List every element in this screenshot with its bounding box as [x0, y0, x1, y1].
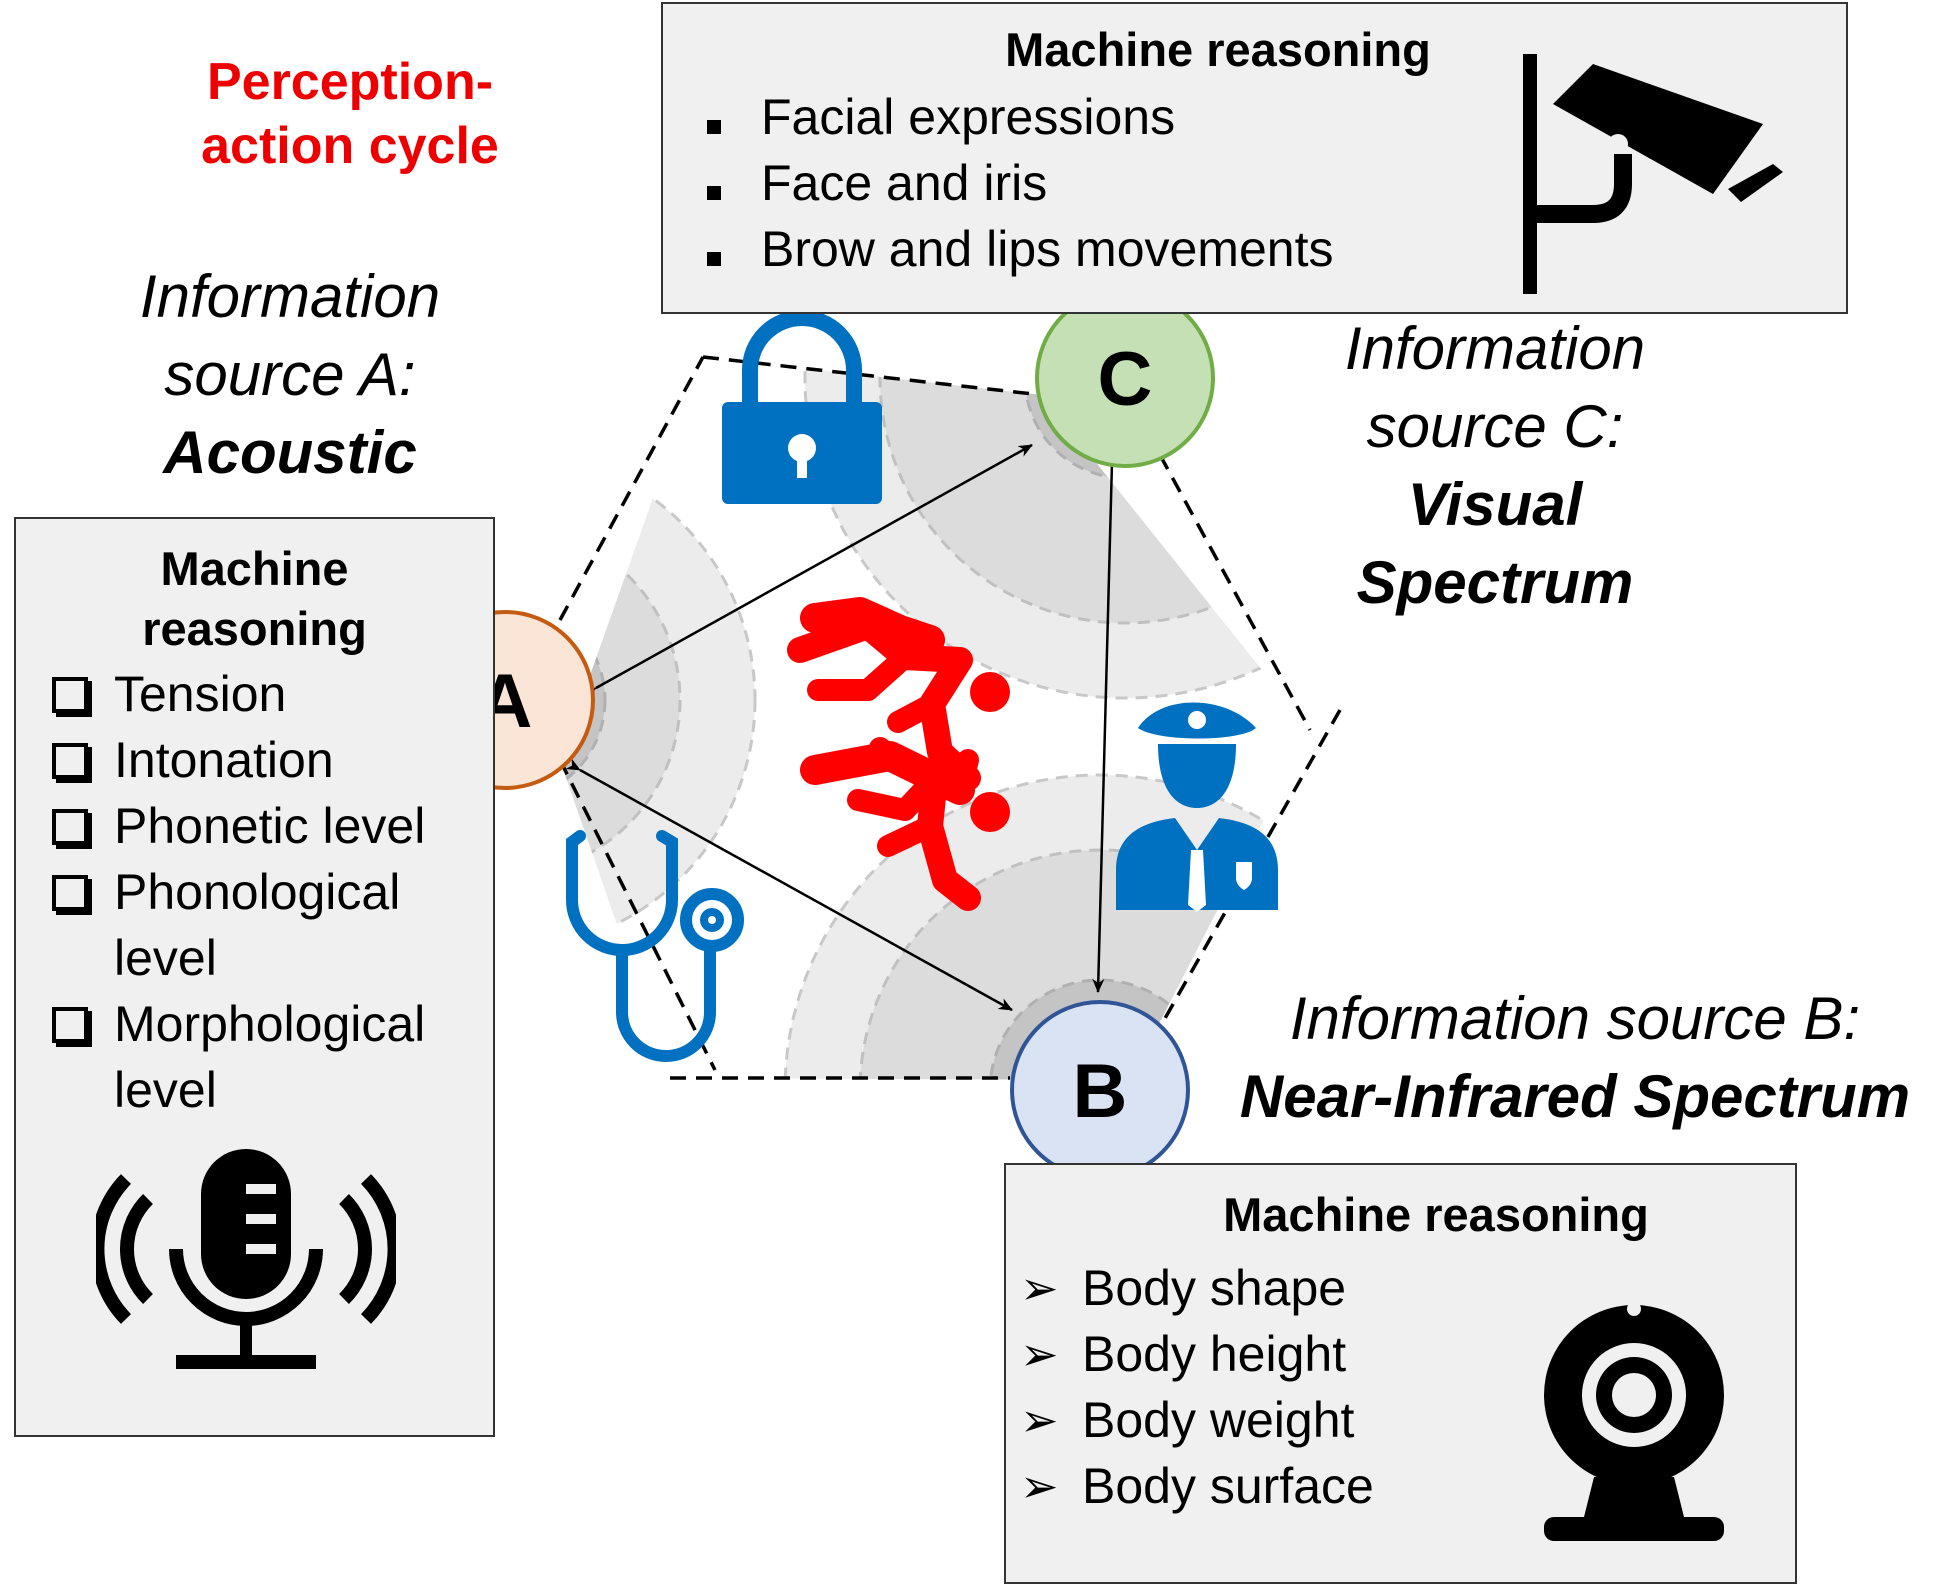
list-item: Phonological level [52, 859, 444, 991]
box-a-title-line2: reasoning [142, 602, 367, 655]
cycle-title: Perception-action cycle [70, 50, 630, 178]
list-item-text: Phonological level [114, 864, 401, 986]
node-c-letter: C [1098, 337, 1153, 422]
source-c-prefix-line2: source C: [1366, 393, 1624, 460]
box-b-title: Machine reasoning [1223, 1188, 1649, 1241]
list-item-text: Body weight [1082, 1392, 1355, 1448]
square-bullet-icon [699, 150, 721, 216]
source-c-prefix-line1: Information [1344, 315, 1646, 382]
cycle-title-text: Perception-action cycle [201, 53, 499, 175]
connection-arrows [565, 443, 1119, 1012]
source-a-prefix: Information source A: [139, 263, 441, 408]
reasoning-box-near-infrared: Machine reasoning ➢ Body shape ➢ Body heig… [1004, 1163, 1797, 1584]
reasoning-box-visual: Machine reasoning Facial expressions Fac… [661, 2, 1848, 314]
list-item-text: Body height [1082, 1326, 1347, 1382]
list-item-text: Face and iris [761, 155, 1048, 211]
arrow-bullet-icon: ➢ [1020, 1394, 1059, 1446]
arrow-bullet-icon: ➢ [1020, 1262, 1059, 1314]
list-item-text: Phonetic level [114, 798, 426, 854]
node-b: B [1010, 1000, 1190, 1180]
box-c-title: Machine reasoning [1005, 23, 1431, 76]
list-item: ➢ Body weight [1020, 1387, 1520, 1453]
list-item: Morphological level [52, 991, 464, 1123]
list-item-text: Tension [114, 666, 287, 722]
list-item: ➢ Body shape [1020, 1255, 1520, 1321]
node-b-letter: B [1073, 1049, 1128, 1134]
source-c-label: Information source C: Visual Spectrum [1305, 310, 1685, 622]
webcam-icon [1544, 1302, 1724, 1541]
list-item: Phonetic level [52, 793, 492, 859]
list-item-text: Body surface [1082, 1458, 1374, 1514]
list-item: ➢ Body height [1020, 1321, 1520, 1387]
checkbox-icon [52, 859, 88, 927]
source-b-label: Information source B: Near-Infrared Spec… [1195, 980, 1953, 1136]
reasoning-box-acoustic: Machine reasoning Tension Intonation Pho… [14, 517, 495, 1437]
list-item-text: Facial expressions [761, 89, 1176, 145]
source-c-name-line1: Visual [1407, 471, 1583, 538]
list-item: ➢ Body surface [1020, 1453, 1520, 1519]
box-a-list: Tension Intonation Phonetic level Phonol… [52, 661, 492, 1123]
source-b-prefix: Information source B: [1289, 985, 1861, 1052]
list-item-text: Brow and lips movements [761, 221, 1334, 277]
square-bullet-icon [699, 216, 721, 282]
list-item: Face and iris [699, 150, 1499, 216]
checkbox-icon [52, 991, 88, 1059]
microphone-icon [96, 1149, 396, 1369]
box-a-title-line1: Machine [160, 542, 349, 595]
police-officer-icon [1116, 702, 1278, 912]
node-c: C [1035, 288, 1215, 468]
cctv-camera-icon [1523, 54, 1783, 294]
list-item: Facial expressions [699, 84, 1499, 150]
checkbox-icon [52, 793, 88, 861]
box-c-list: Facial expressions Face and iris Brow an… [699, 84, 1499, 282]
arrow-bullet-icon: ➢ [1020, 1328, 1059, 1380]
source-b-name: Near-Infrared Spectrum [1239, 1063, 1911, 1130]
source-a-label: Information source A: Acoustic [100, 258, 480, 492]
list-item-text: Morphological level [114, 996, 426, 1118]
box-b-list: ➢ Body shape ➢ Body height ➢ Body weight ➢ B… [1020, 1255, 1520, 1519]
padlock-icon [722, 310, 882, 504]
source-c-name-line2: Spectrum [1356, 549, 1634, 616]
list-item-text: Body shape [1082, 1260, 1347, 1316]
source-a-name: Acoustic [163, 419, 417, 486]
box-a-title: Machine reasoning [16, 539, 493, 659]
checkbox-icon [52, 661, 88, 729]
arrow-bullet-icon: ➢ [1020, 1460, 1059, 1512]
square-bullet-icon [699, 84, 721, 150]
list-item-text: Intonation [114, 732, 334, 788]
list-item: Intonation [52, 727, 492, 793]
list-item: Tension [52, 661, 492, 727]
checkbox-icon [52, 727, 88, 795]
list-item: Brow and lips movements [699, 216, 1499, 282]
